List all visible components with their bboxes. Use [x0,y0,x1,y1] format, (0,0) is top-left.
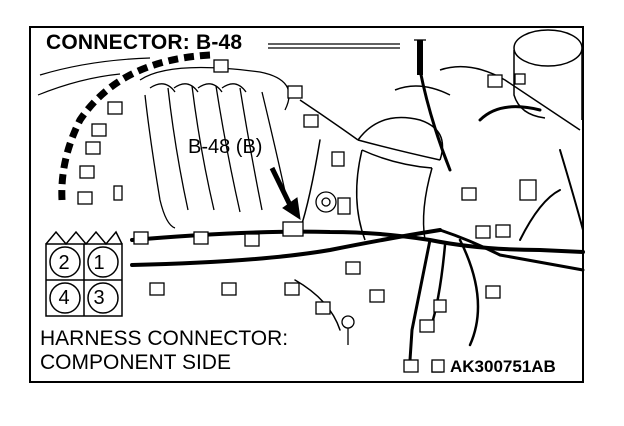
strut-tower [394,29,583,131]
callout-arrow [269,166,301,221]
harness-sleeve-dashed [37,51,211,201]
figure-frame [29,26,584,383]
ring-terminals [315,39,426,345]
figure-code: AK300751AB [450,357,556,376]
main-harness [130,68,585,362]
component-side-label: COMPONENT SIDE [40,351,231,374]
callout-label: B-48 (B) [188,136,263,158]
connector-face [45,230,123,317]
harness-connector-label: HARNESS CONNECTOR: [40,327,289,350]
diagram-title: CONNECTOR: B-48 [46,31,243,54]
pin-4-label: 4 [58,287,70,309]
code-marker [431,359,445,373]
air-duct [299,99,444,241]
pin-1-label: 1 [93,252,105,274]
harness-connectors [77,59,537,373]
pin-3-label: 3 [93,287,105,309]
pin-2-label: 2 [58,252,70,274]
